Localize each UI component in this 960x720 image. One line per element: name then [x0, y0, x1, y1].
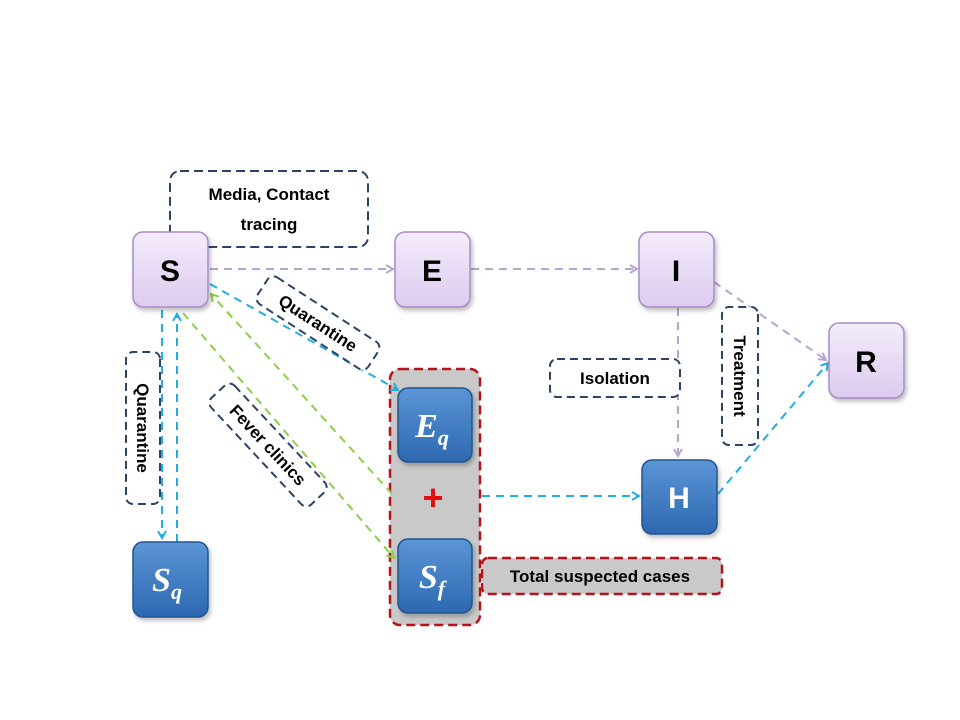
node-r: R	[828, 322, 905, 399]
quarantine-diagonal-label: Quarantine	[255, 275, 381, 371]
svg-text:Eq: Eq	[414, 408, 449, 450]
svg-text:Sq: Sq	[152, 562, 182, 604]
svg-text:tracing: tracing	[241, 215, 298, 234]
node-eq: Eq	[397, 387, 473, 463]
svg-text:Quarantine: Quarantine	[133, 383, 152, 473]
treatment-label: Treatment	[721, 306, 759, 446]
svg-text:Total suspected cases: Total suspected cases	[510, 567, 690, 586]
arrow-h-to-r	[717, 363, 828, 495]
node-sf: Sf	[397, 538, 473, 614]
isolation-label: Isolation	[549, 358, 681, 398]
plus-sign: +	[422, 477, 443, 518]
svg-text:Sf: Sf	[419, 559, 448, 601]
svg-text:I: I	[672, 255, 680, 288]
node-e: E	[394, 231, 471, 308]
total-suspected-cases-label: Total suspected cases	[480, 556, 724, 596]
node-i: I	[638, 231, 715, 308]
node-sq: Sq	[132, 541, 209, 618]
svg-text:H: H	[668, 482, 690, 515]
svg-text:E: E	[422, 255, 442, 288]
svg-text:R: R	[855, 346, 877, 379]
svg-text:Media, Contact: Media, Contact	[209, 185, 330, 204]
quarantine-vertical-label: Quarantine	[125, 351, 161, 505]
node-h: H	[641, 459, 718, 535]
arrow-s-to-sf	[182, 312, 394, 558]
svg-text:Isolation: Isolation	[580, 369, 650, 388]
fever-clinics-label: Fever clinics	[208, 382, 328, 508]
media-contact-tracing-label: Media, Contact tracing	[169, 170, 369, 248]
arrow-i-to-r	[713, 281, 826, 360]
arrow-group-to-s	[211, 294, 393, 495]
svg-text:Treatment: Treatment	[730, 335, 749, 417]
node-s: S	[132, 231, 209, 308]
svg-text:S: S	[160, 255, 180, 288]
arrow-s-to-eq	[209, 283, 398, 390]
